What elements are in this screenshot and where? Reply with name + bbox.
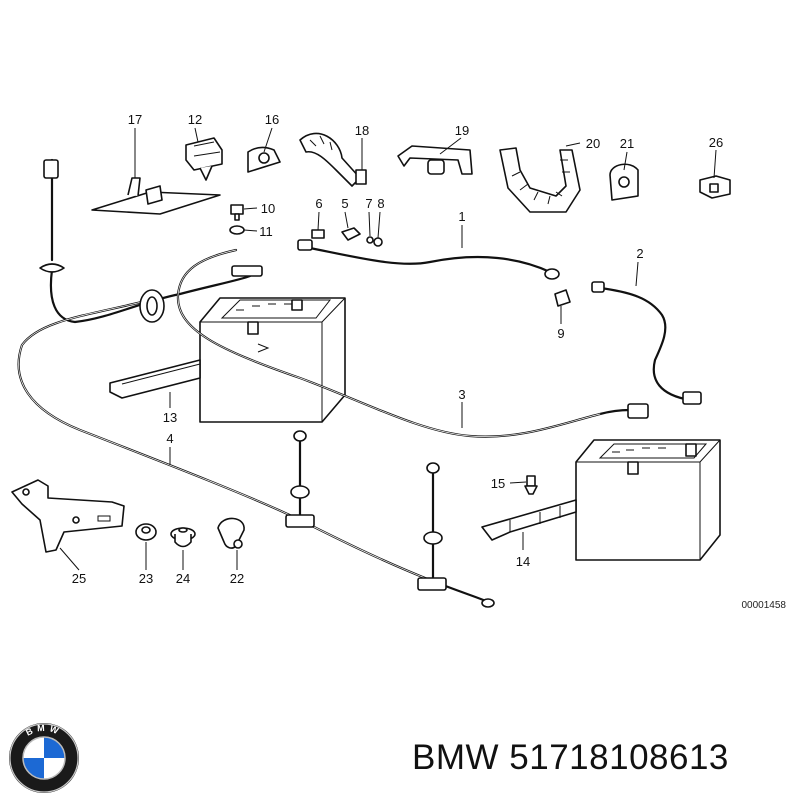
cable-2 bbox=[598, 286, 692, 402]
part-25-bracket bbox=[11, 479, 125, 553]
label-10: 10 bbox=[261, 201, 275, 216]
label-4: 4 bbox=[166, 431, 173, 446]
label-1: 1 bbox=[458, 209, 465, 224]
label-13: 13 bbox=[163, 410, 177, 425]
label-12: 12 bbox=[188, 112, 202, 127]
label-14: 14 bbox=[516, 554, 530, 569]
parts-diagram: 1 2 3 4 5 6 7 8 9 10 11 12 13 14 15 16 1… bbox=[11, 112, 731, 608]
catalog-code: 00001458 bbox=[741, 600, 787, 611]
part-12-clip bbox=[185, 137, 223, 181]
label-9: 9 bbox=[557, 326, 564, 341]
part-17-holder bbox=[91, 177, 221, 215]
label-8: 8 bbox=[377, 196, 384, 211]
label-26: 26 bbox=[709, 135, 723, 150]
bmw-logo: BMW bbox=[9, 723, 79, 793]
brand-name: BMW bbox=[412, 738, 500, 777]
label-24: 24 bbox=[176, 571, 190, 586]
part-15-clip bbox=[524, 475, 538, 495]
label-7: 7 bbox=[365, 196, 372, 211]
label-3: 3 bbox=[458, 387, 465, 402]
part-18-strap bbox=[299, 132, 367, 187]
label-18: 18 bbox=[355, 123, 369, 138]
part-11-washer bbox=[229, 225, 245, 235]
battery-main bbox=[199, 297, 346, 423]
brand-part-number: BMW 51718108613 bbox=[412, 738, 729, 778]
label-6: 6 bbox=[315, 196, 322, 211]
label-20: 20 bbox=[586, 136, 600, 151]
part-10-bolt bbox=[230, 204, 244, 221]
part-24-nut bbox=[170, 527, 196, 548]
label-23: 23 bbox=[139, 571, 153, 586]
cable-3 bbox=[176, 248, 632, 438]
label-19: 19 bbox=[455, 123, 469, 138]
cable-terminals bbox=[39, 159, 702, 608]
part-number: 51718108613 bbox=[509, 738, 729, 777]
label-22: 22 bbox=[230, 571, 244, 586]
cable-1 bbox=[308, 246, 552, 274]
part-9-cap bbox=[554, 289, 571, 307]
leader-lines bbox=[59, 127, 717, 571]
label-25: 25 bbox=[72, 571, 86, 586]
part-19-bracket bbox=[397, 145, 473, 175]
part-22-clamp bbox=[217, 517, 245, 549]
part-21-clip bbox=[609, 163, 639, 201]
label-15: 15 bbox=[491, 476, 505, 491]
label-11: 11 bbox=[259, 224, 273, 239]
label-5: 5 bbox=[341, 196, 348, 211]
label-17: 17 bbox=[128, 112, 142, 127]
battery-secondary bbox=[575, 439, 721, 561]
label-21: 21 bbox=[620, 136, 634, 151]
battery-tray-13 bbox=[109, 359, 201, 399]
part-23-grommet bbox=[135, 523, 157, 541]
label-16: 16 bbox=[265, 112, 279, 127]
parts-5-8-hardware bbox=[311, 227, 383, 247]
battery-tray-14 bbox=[481, 499, 577, 541]
part-26-clip bbox=[699, 175, 731, 199]
label-2: 2 bbox=[636, 246, 643, 261]
part-20-cable-tie bbox=[499, 147, 581, 213]
